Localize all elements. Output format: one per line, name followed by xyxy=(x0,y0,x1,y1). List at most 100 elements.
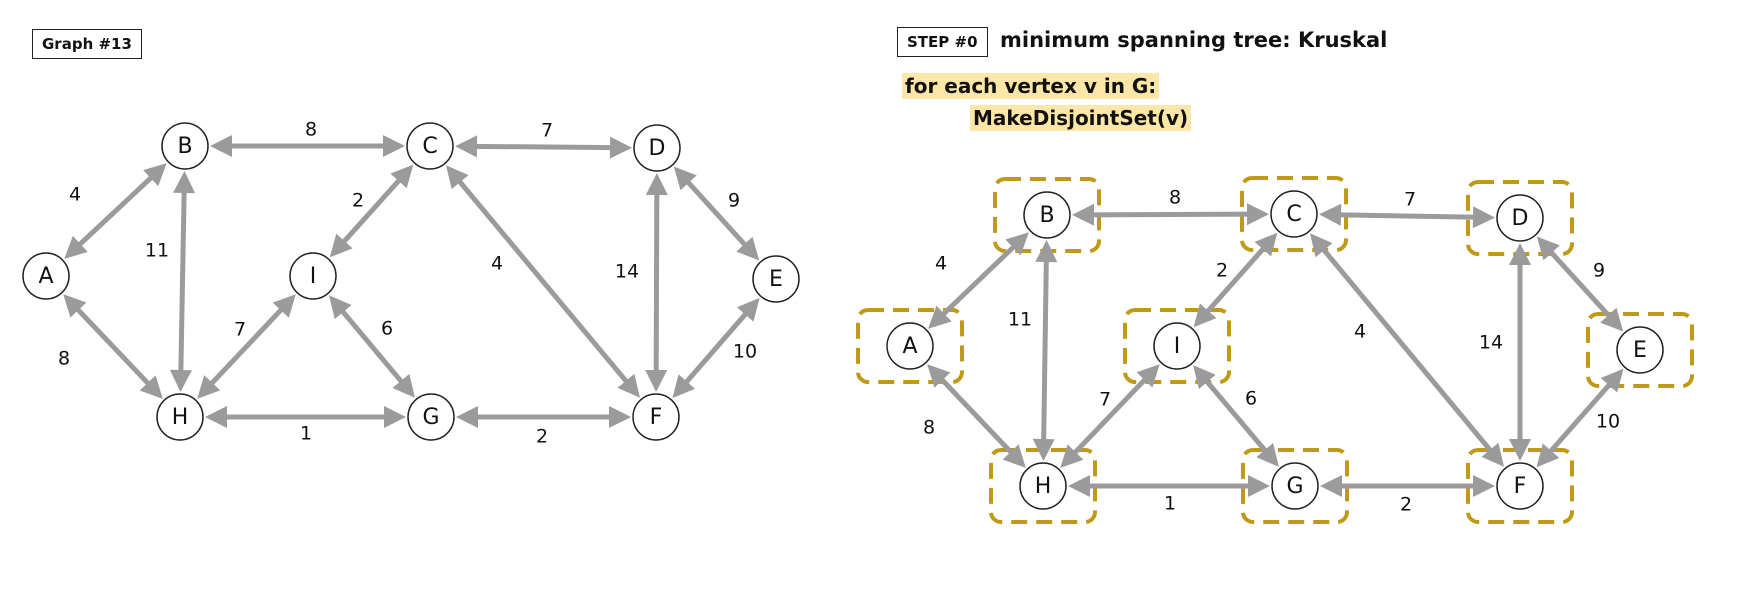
node-label: H xyxy=(172,405,189,430)
node-A[interactable]: A xyxy=(22,252,70,300)
arrowhead xyxy=(673,166,697,191)
step-label: STEP #0 xyxy=(897,27,988,57)
edge-line xyxy=(682,176,751,251)
arrowhead xyxy=(173,171,196,194)
node-circle xyxy=(1616,326,1664,374)
edge-weight: 4 xyxy=(491,253,503,275)
node-label: I xyxy=(1174,334,1181,359)
arrowhead xyxy=(645,173,668,195)
arrowhead xyxy=(169,369,192,392)
edge-D-E xyxy=(1536,236,1624,332)
disjoint-set-E xyxy=(1586,312,1694,388)
arrowhead xyxy=(329,233,353,258)
node-label: E xyxy=(1633,338,1647,363)
node-F[interactable]: F xyxy=(1496,462,1544,510)
edge-B-H xyxy=(1032,240,1058,461)
edge-C-I xyxy=(329,164,414,258)
pseudocode-line-1: for each vertex v in G: xyxy=(902,73,1160,99)
node-H[interactable]: H xyxy=(1019,462,1067,510)
arrowhead xyxy=(609,406,631,428)
edge-line xyxy=(1318,243,1496,457)
edge-weight: 2 xyxy=(1400,494,1412,516)
edge-weight: 6 xyxy=(381,318,393,340)
node-D[interactable]: D xyxy=(1496,194,1544,242)
node-F[interactable]: F xyxy=(632,393,680,441)
node-I[interactable]: I xyxy=(289,252,337,300)
node-I[interactable]: I xyxy=(1153,322,1201,370)
edge-weight: 2 xyxy=(536,426,548,448)
arrowhead xyxy=(1509,439,1531,461)
node-A[interactable]: A xyxy=(886,322,934,370)
edge-line xyxy=(74,172,157,250)
disjoint-set-A xyxy=(856,308,964,384)
arrowhead xyxy=(329,295,352,320)
arrowhead xyxy=(1005,232,1029,256)
edge-E-F xyxy=(672,297,760,399)
arrowhead xyxy=(1481,442,1504,467)
node-circle xyxy=(407,393,455,441)
node-E[interactable]: E xyxy=(1616,326,1664,374)
edge-line xyxy=(1041,255,1049,446)
arrowhead xyxy=(1509,243,1531,265)
arrowhead xyxy=(1256,443,1279,467)
edge-weight: 7 xyxy=(1404,189,1416,211)
pseudocode-line-2: MakeDisjointSet(v) xyxy=(970,105,1192,131)
node-circle xyxy=(1023,191,1071,239)
edge-weight: 9 xyxy=(1593,260,1605,282)
arrowhead xyxy=(1319,203,1342,226)
node-label: C xyxy=(1286,202,1301,227)
edge-I-G xyxy=(1193,365,1279,467)
node-E[interactable]: E xyxy=(752,255,800,303)
arrowhead xyxy=(205,406,227,428)
edge-line xyxy=(178,186,187,377)
edge-weight: 8 xyxy=(305,119,317,141)
edge-weight: 1 xyxy=(1164,493,1176,515)
edge-weight: 6 xyxy=(1245,388,1257,410)
arrowhead xyxy=(384,406,406,428)
edge-line xyxy=(338,174,405,248)
node-label: D xyxy=(1512,206,1529,231)
arrowhead xyxy=(1002,444,1026,468)
node-C[interactable]: C xyxy=(1270,190,1318,238)
edge-G-F xyxy=(456,406,631,428)
arrowhead xyxy=(1310,233,1333,258)
arrowhead xyxy=(272,294,296,318)
arrowhead xyxy=(390,164,414,189)
node-G[interactable]: G xyxy=(1271,462,1319,510)
arrowhead xyxy=(1136,364,1160,388)
node-B[interactable]: B xyxy=(1023,191,1071,239)
arrowhead xyxy=(645,370,668,392)
disjoint-set-F xyxy=(1466,448,1574,524)
node-D[interactable]: D xyxy=(633,124,681,172)
edge-A-B xyxy=(928,232,1029,329)
arrowhead xyxy=(456,406,478,428)
edge-weight: 8 xyxy=(923,417,935,439)
arrowhead xyxy=(1320,475,1342,497)
edge-line xyxy=(1545,246,1615,322)
arrowhead xyxy=(927,364,951,388)
edge-C-F xyxy=(446,165,640,398)
arrowhead xyxy=(1247,203,1269,226)
node-label: H xyxy=(1035,474,1052,499)
edge-line xyxy=(337,305,407,388)
node-circle xyxy=(289,252,337,300)
edge-weight: 14 xyxy=(615,261,639,283)
node-label: E xyxy=(769,267,783,292)
algorithm-title: minimum spanning tree: Kruskal xyxy=(1000,28,1388,52)
edge-G-F xyxy=(1320,475,1495,497)
node-circle xyxy=(1019,462,1067,510)
node-circle xyxy=(156,393,204,441)
edge-weight: 8 xyxy=(1169,187,1181,209)
arrowhead xyxy=(143,163,167,187)
edge-E-F xyxy=(1536,368,1624,468)
node-H[interactable]: H xyxy=(156,393,204,441)
node-C[interactable]: C xyxy=(406,122,454,170)
node-G[interactable]: G xyxy=(407,393,455,441)
edge-weight: 8 xyxy=(58,348,70,370)
arrowhead xyxy=(1472,206,1495,229)
node-B[interactable]: B xyxy=(161,122,209,170)
edge-weight: 7 xyxy=(541,120,553,142)
